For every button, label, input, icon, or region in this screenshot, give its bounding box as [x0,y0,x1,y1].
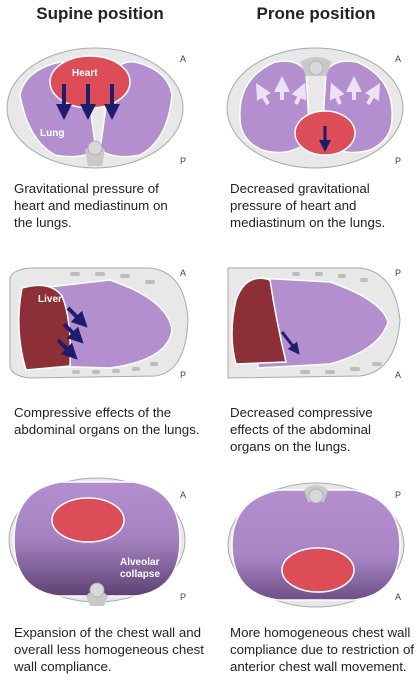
anterior-label: A [395,370,401,380]
liver-label: Liver [38,294,62,305]
caption-row3-right: More homogeneous chest wall compliance d… [230,625,415,674]
heart [51,497,125,543]
compression-arrow [66,306,88,328]
posterior-label: P [395,156,401,166]
supine-sagittal-section: Liver A P [9,267,189,380]
prone-chest-wall-section: P A [227,482,405,608]
rib-markers [292,272,382,374]
prone-axial-section: A P [226,47,404,169]
supine-header: Supine position [36,4,164,23]
anterior-label: A [180,268,186,278]
anterior-label: A [180,490,186,500]
caption-row1-right: Decreased gravitational pressure of hear… [230,181,386,230]
posterior-label: P [395,490,401,500]
compression-arrow [62,322,84,344]
prone-sagittal-section: P A [227,267,401,380]
supine-chest-wall-section: Alveolar collapse A P [8,477,186,606]
prone-header: Prone position [256,4,376,23]
anterior-label: A [180,54,186,64]
alveolar-collapse-label: Alveolar [120,557,160,568]
lung-label: Lung [40,128,64,139]
compression-arrow [56,338,78,360]
expansion-arrow [256,83,271,105]
anterior-label: A [395,592,401,602]
expansion-arrow [291,82,307,105]
supine-axial-section: Heart Lung A P [6,47,186,169]
posterior-label: P [395,268,401,278]
caption-row1-left: Gravitational pressure of heart and medi… [14,181,168,230]
liver [231,277,287,365]
expansion-arrow [329,82,345,105]
caption-row3-left: Expansion of the chest wall and overall … [14,625,204,674]
posterior-label: P [180,592,186,602]
heart-label: Heart [72,68,98,79]
alveolar-collapse-label: collapse [120,569,160,580]
posterior-label: P [180,370,186,380]
rib-markers [70,272,158,374]
anterior-label: A [395,54,401,64]
compression-arrow [280,331,300,355]
lungs [231,489,401,601]
caption-row2-right: Decreased compressive effects of the abd… [230,405,373,454]
caption-row2-left: Compressive effects of the abdominal org… [14,405,200,437]
posterior-label: P [180,156,186,166]
expansion-arrow [365,83,380,105]
heart [281,547,355,593]
